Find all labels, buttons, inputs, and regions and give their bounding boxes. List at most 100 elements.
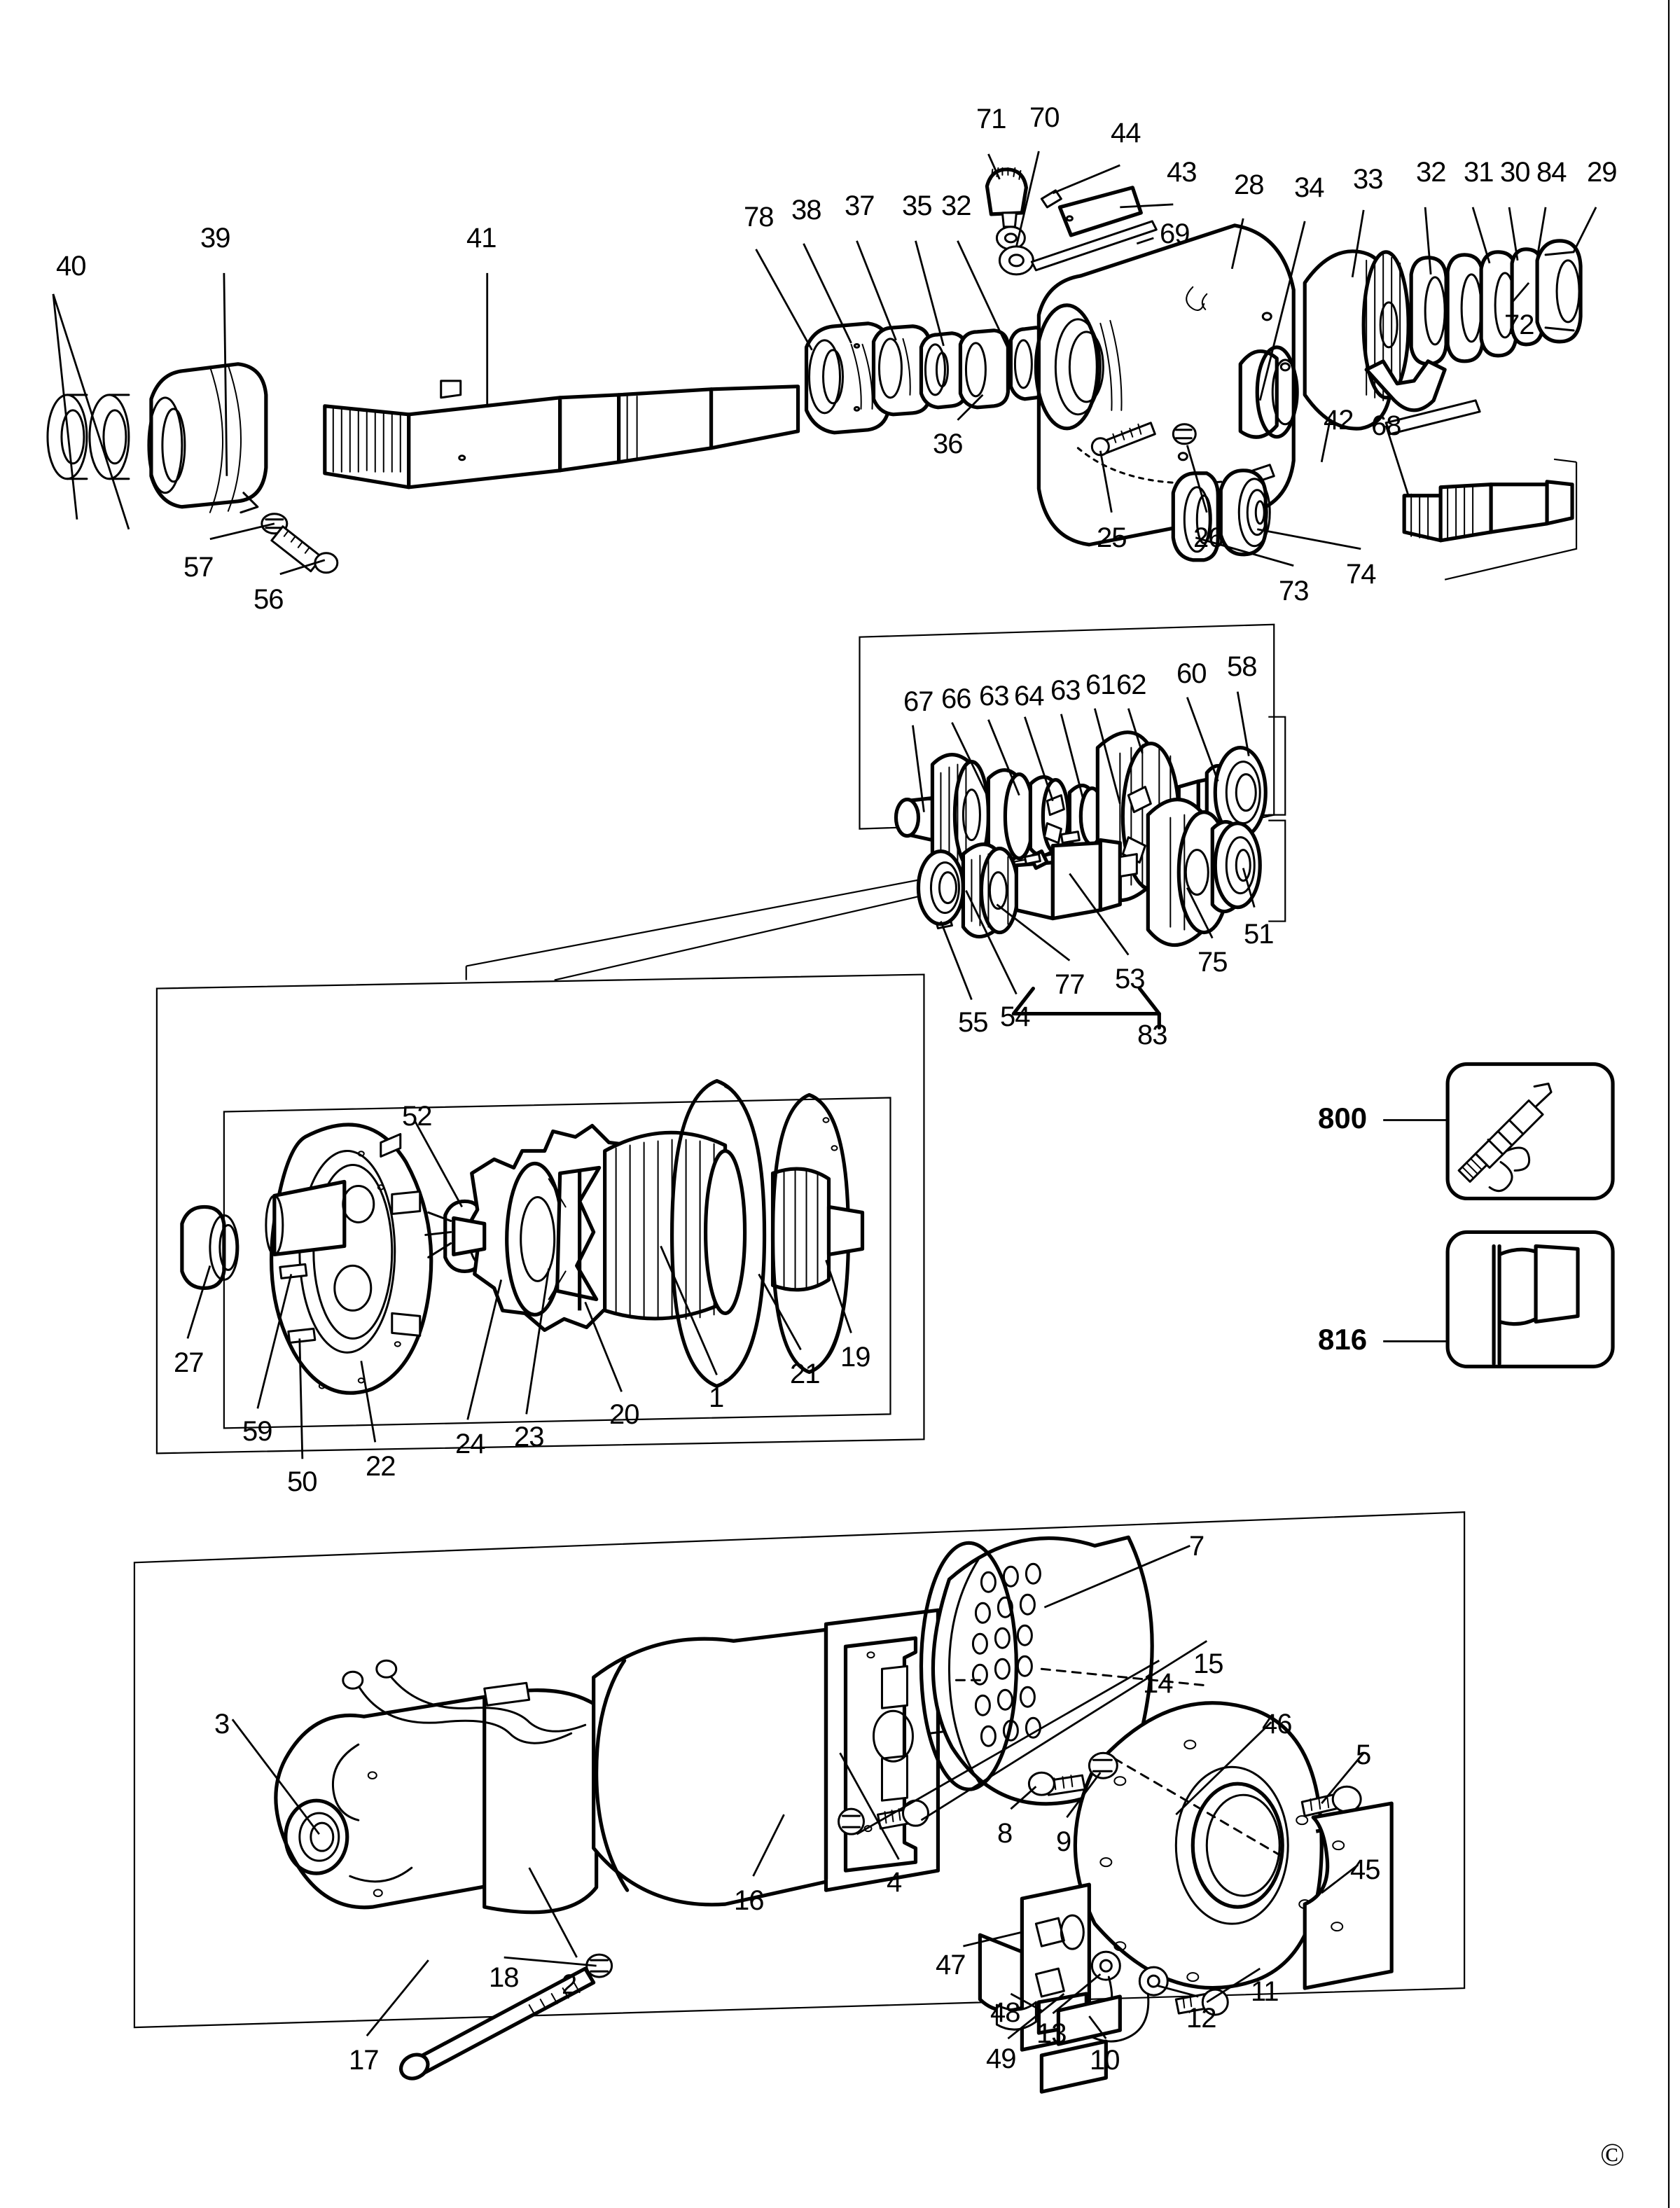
callout-41: 41 <box>466 223 497 254</box>
callout-1: 1 <box>709 1382 724 1413</box>
part-55-54-77-53-75-51-row <box>916 798 1262 947</box>
part-1-armature <box>603 1078 865 1388</box>
callout-800: 800 <box>1318 1102 1368 1134</box>
callout-46: 46 <box>1262 1709 1292 1740</box>
part-43-plate <box>1057 186 1143 237</box>
group-spindle-assembly <box>46 167 1583 581</box>
part-17-bolt <box>398 1966 596 2081</box>
callout-40: 40 <box>56 251 86 282</box>
callout-29: 29 <box>1587 157 1617 188</box>
part-commutator <box>424 1211 487 1258</box>
callout-11: 11 <box>1251 1976 1279 2007</box>
part-41-spindle <box>323 380 800 489</box>
part-70-washers <box>995 225 1034 276</box>
part-73-ring <box>1171 471 1220 562</box>
part-18-nut <box>585 1953 613 1978</box>
callout-58: 58 <box>1227 651 1257 682</box>
callout-62: 62 <box>1116 669 1146 700</box>
callout-77: 77 <box>1055 969 1085 1000</box>
part-7-brush-housing <box>919 1535 1211 1806</box>
callout-45: 45 <box>1350 1854 1380 1885</box>
accessory-box-800 <box>1445 1062 1615 1201</box>
callout-31: 31 <box>1464 157 1494 188</box>
callout-21: 21 <box>790 1359 820 1389</box>
callout-50: 50 <box>287 1466 317 1497</box>
callout-52: 52 <box>402 1101 432 1132</box>
part-66-63-64-cluster <box>986 768 1070 865</box>
callout-66: 66 <box>941 683 971 714</box>
callout-59: 59 <box>242 1416 272 1447</box>
callout-22: 22 <box>366 1451 396 1482</box>
part-9-washer <box>1088 1751 1118 1779</box>
part-2-3-field-housing <box>274 1659 599 1915</box>
callout-55: 55 <box>958 1007 988 1038</box>
callout-32a: 32 <box>1416 157 1446 188</box>
part-29-cap <box>1535 239 1583 344</box>
callout-63a: 63 <box>979 681 1009 711</box>
callout-63b: 63 <box>1050 675 1081 706</box>
part-14-washer <box>838 1807 865 1835</box>
callout-28: 28 <box>1234 169 1264 200</box>
callout-78: 78 <box>744 202 774 232</box>
callout-30: 30 <box>1500 157 1530 188</box>
callout-44: 44 <box>1111 118 1141 148</box>
part-37-ring <box>871 324 932 417</box>
callout-13: 13 <box>1036 2018 1067 2049</box>
callout-84: 84 <box>1536 157 1567 188</box>
callout-64: 64 <box>1014 681 1044 711</box>
callout-53: 53 <box>1115 964 1145 994</box>
callout-32b: 32 <box>941 190 971 221</box>
group-armature <box>155 973 925 1454</box>
callout-56: 56 <box>254 584 284 615</box>
callout-16: 16 <box>734 1885 764 1916</box>
callout-34: 34 <box>1294 172 1324 203</box>
callout-35: 35 <box>902 190 932 221</box>
callout-23: 23 <box>514 1422 544 1452</box>
callout-19: 19 <box>840 1342 870 1373</box>
part-68-fork <box>1364 359 1481 436</box>
part-10-brushes <box>1039 1994 1122 2094</box>
callout-3: 3 <box>214 1709 230 1740</box>
part-69-rod <box>1030 220 1158 272</box>
callout-42: 42 <box>1324 405 1354 436</box>
part-36-spacer <box>958 328 1010 410</box>
callout-10: 10 <box>1090 2045 1120 2076</box>
callout-816: 816 <box>1318 1323 1368 1356</box>
part-56-screw <box>270 525 339 574</box>
part-74-bearing <box>1219 468 1271 557</box>
callout-12: 12 <box>1186 2003 1216 2034</box>
callout-68: 68 <box>1371 410 1401 441</box>
callout-51: 51 <box>1244 919 1274 950</box>
callout-70: 70 <box>1029 102 1060 133</box>
callout-73: 73 <box>1279 576 1309 606</box>
part-8-screw-left <box>1027 1771 1086 1796</box>
part-33-gear <box>1303 249 1410 431</box>
callout-47: 47 <box>936 1950 966 1980</box>
callout-39: 39 <box>200 223 230 254</box>
callout-33: 33 <box>1353 164 1383 195</box>
callout-83: 83 <box>1137 1020 1167 1050</box>
callout-37: 37 <box>845 190 875 221</box>
callout-9: 9 <box>1056 1826 1071 1857</box>
callout-27: 27 <box>174 1347 204 1378</box>
callout-38: 38 <box>791 195 821 225</box>
part-44-pin <box>1040 189 1062 209</box>
callout-75: 75 <box>1197 947 1228 978</box>
callout-57: 57 <box>183 552 214 583</box>
callout-72: 72 <box>1504 310 1534 340</box>
callout-2: 2 <box>562 1969 577 2000</box>
leader-lines <box>52 151 1597 2040</box>
callout-36: 36 <box>933 429 963 459</box>
callout-5: 5 <box>1356 1740 1371 1770</box>
part-31-washer <box>1445 253 1485 363</box>
copyright-mark: © <box>1600 2137 1625 2172</box>
callout-4: 4 <box>887 1867 902 1898</box>
accessory-box-816 <box>1445 1230 1615 1368</box>
callout-15: 15 <box>1193 1648 1223 1679</box>
part-27-bushing <box>180 1204 239 1291</box>
callout-54: 54 <box>1000 1001 1030 1032</box>
callout-69: 69 <box>1160 218 1190 249</box>
callout-7: 7 <box>1189 1531 1205 1562</box>
